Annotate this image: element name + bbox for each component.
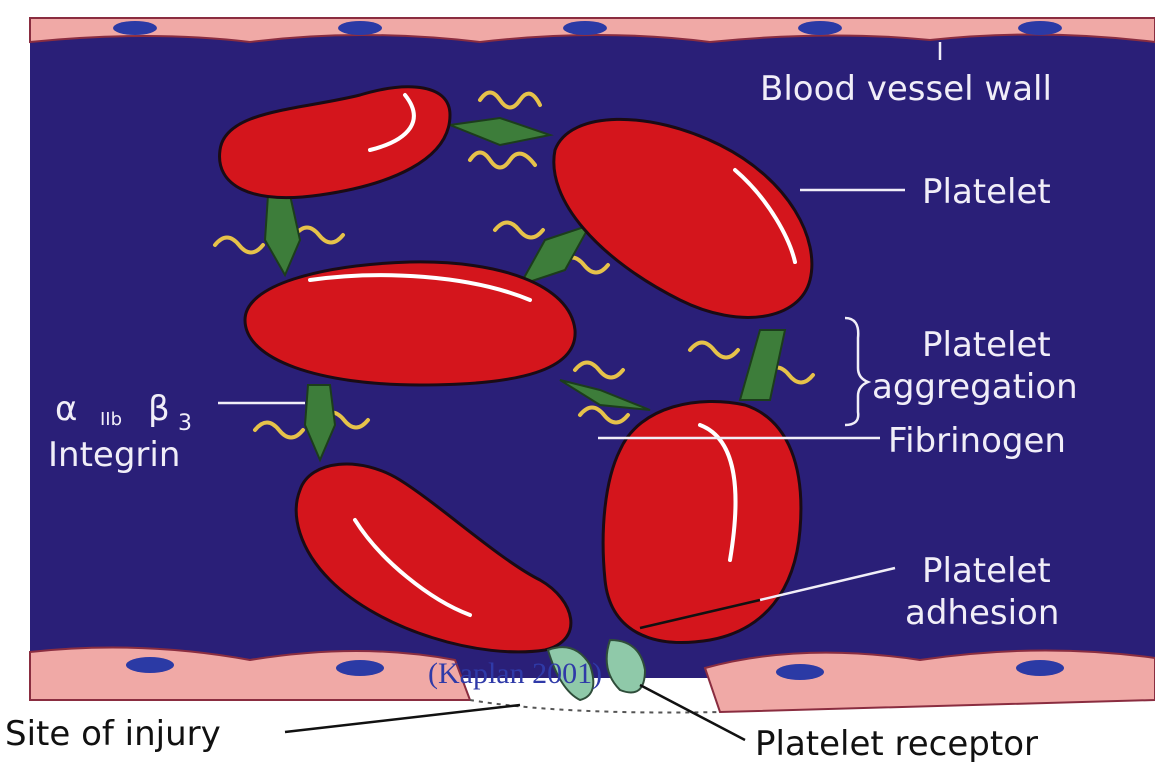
fibrinogen-label: Fibrinogen [888, 421, 1066, 461]
integrin-word: Integrin [48, 435, 180, 475]
integrin-alpha: α [55, 389, 77, 429]
endothelial-nucleus [798, 21, 842, 35]
citation: (Kaplan 2001) [428, 657, 602, 690]
endothelial-nucleus [1016, 660, 1064, 676]
adhesion-label-line2: adhesion [905, 593, 1059, 633]
endothelial-nucleus [126, 657, 174, 673]
endothelial-nucleus [336, 660, 384, 676]
integrin-beta-subscript: 3 [178, 411, 192, 436]
endothelial-nucleus [113, 21, 157, 35]
blood-vessel-wall-label: Blood vessel wall [760, 69, 1052, 109]
site-of-injury-label: Site of injury [5, 714, 221, 754]
adhesion-label-line1: Platelet [922, 551, 1051, 591]
platelet-label: Platelet [922, 172, 1051, 212]
aggregation-label-line2: aggregation [872, 367, 1078, 407]
endothelial-nucleus [1018, 21, 1062, 35]
aggregation-label-line1: Platelet [922, 325, 1051, 365]
integrin-alpha-subscript: IIb [100, 409, 122, 430]
endothelial-nucleus [776, 664, 824, 680]
platelet-middle-left [245, 262, 575, 385]
endothelial-nucleus [338, 21, 382, 35]
integrin-beta: β [148, 389, 170, 429]
endothelial-nucleus [563, 21, 607, 35]
injury-leader [285, 705, 520, 732]
platelet-receptor-label: Platelet receptor [755, 724, 1038, 764]
